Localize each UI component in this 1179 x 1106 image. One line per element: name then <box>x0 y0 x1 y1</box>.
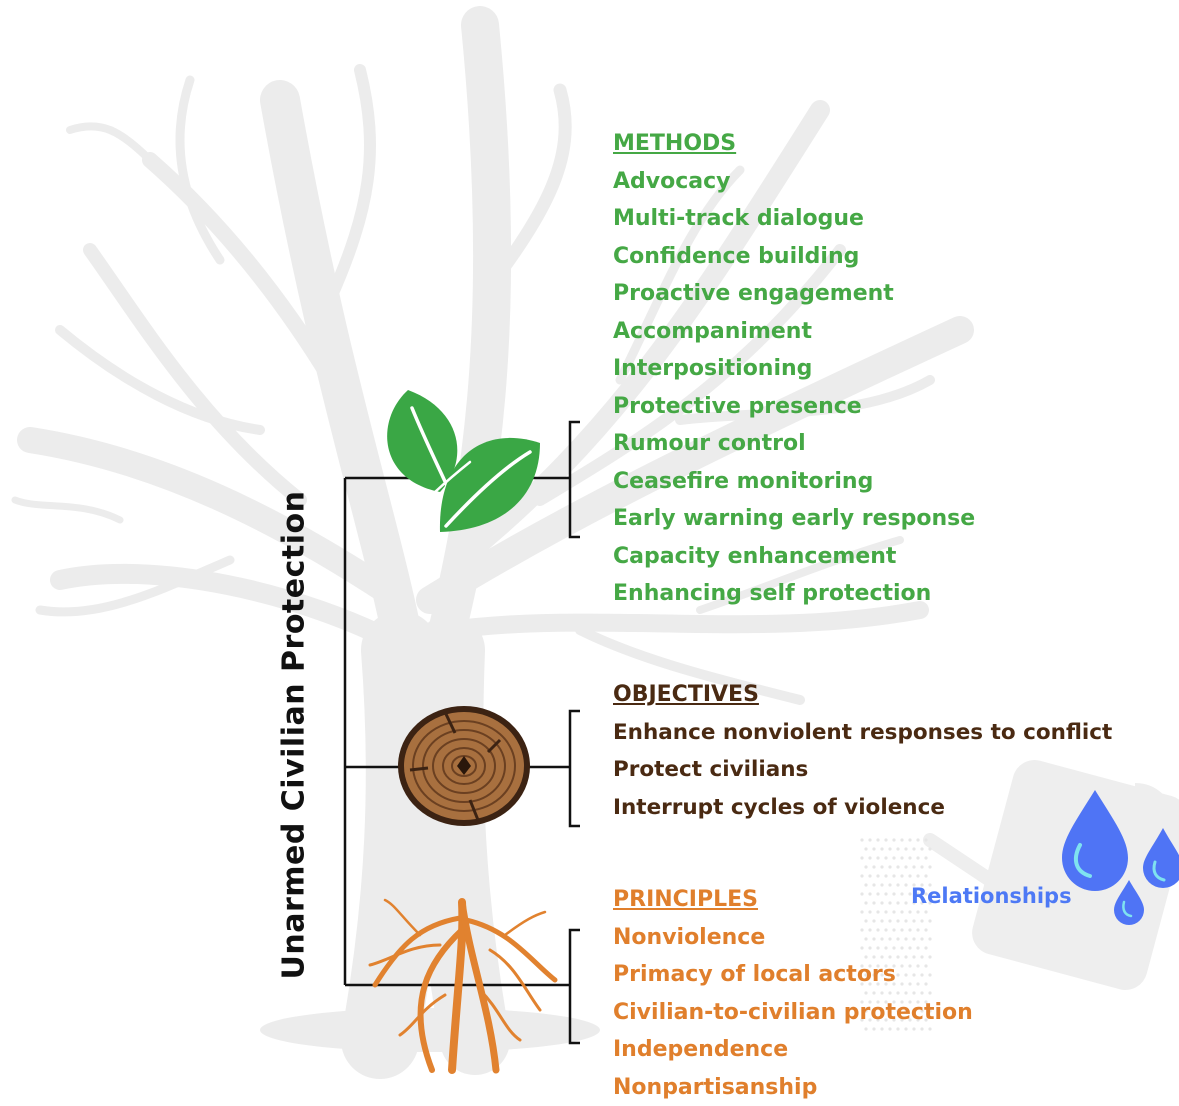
method-item: Confidence building <box>613 238 975 276</box>
sprinkle-dot <box>892 838 895 841</box>
objective-item: Interrupt cycles of violence <box>613 789 1112 827</box>
sprinkle-dot <box>880 865 883 868</box>
sprinkle-dot <box>888 847 891 850</box>
sprinkle-dot <box>900 838 903 841</box>
method-item: Accompaniment <box>613 313 975 351</box>
principle-item: Nonpartisanship <box>613 1069 973 1106</box>
sprinkle-dot <box>880 847 883 850</box>
sprinkle-dot <box>896 847 899 850</box>
sprinkle-dot <box>868 856 871 859</box>
sprinkle-dot <box>876 874 879 877</box>
sprinkle-dot <box>912 865 915 868</box>
sprinkle-dot <box>912 847 915 850</box>
sprinkle-dot <box>884 856 887 859</box>
relationships-label: Relationships <box>911 884 1072 908</box>
sprinkle-dot <box>896 865 899 868</box>
method-item: Advocacy <box>613 163 975 201</box>
method-item: Ceasefire monitoring <box>613 463 975 501</box>
sprinkle-dot <box>892 874 895 877</box>
sprinkle-dot <box>916 874 919 877</box>
principle-item: Primacy of local actors <box>613 956 973 994</box>
principles-list: Nonviolence Primacy of local actors Civi… <box>613 919 973 1106</box>
sprinkle-dot <box>860 874 863 877</box>
method-item: Proactive engagement <box>613 275 975 313</box>
method-item: Multi-track dialogue <box>613 200 975 238</box>
sprinkle-dot <box>908 838 911 841</box>
objectives-heading: OBJECTIVES <box>613 676 1112 714</box>
sprinkle-dot <box>908 856 911 859</box>
sprinkle-dot <box>924 874 927 877</box>
sprinkle-dot <box>916 838 919 841</box>
sprinkle-dot <box>920 865 923 868</box>
sprinkle-dot <box>860 856 863 859</box>
principle-item: Civilian-to-civilian protection <box>613 994 973 1032</box>
sprinkle-dot <box>908 874 911 877</box>
sprinkle-dot <box>920 847 923 850</box>
sprinkle-dot <box>928 865 931 868</box>
method-item: Interpositioning <box>613 350 975 388</box>
sprinkle-dot <box>864 865 867 868</box>
methods-section: METHODS Advocacy Multi-track dialogue Co… <box>613 125 975 613</box>
method-item: Capacity enhancement <box>613 538 975 576</box>
sprinkle-dot <box>860 838 863 841</box>
objectives-list: Enhance nonviolent responses to conflict… <box>613 714 1112 827</box>
sprinkle-dot <box>884 838 887 841</box>
sprinkle-dot <box>904 865 907 868</box>
sprinkle-dot <box>868 874 871 877</box>
sprinkle-dot <box>872 865 875 868</box>
sprinkle-dot <box>864 847 867 850</box>
principles-section: PRINCIPLES Nonviolence Primacy of local … <box>613 881 973 1106</box>
objective-item: Enhance nonviolent responses to conflict <box>613 714 1112 752</box>
methods-list: Advocacy Multi-track dialogue Confidence… <box>613 163 975 613</box>
sprinkle-dot <box>868 838 871 841</box>
sprinkle-dot <box>876 856 879 859</box>
method-item: Enhancing self protection <box>613 575 975 613</box>
tree-stump-icon <box>398 706 530 826</box>
objective-item: Protect civilians <box>613 751 1112 789</box>
methods-heading: METHODS <box>613 125 975 163</box>
sprinkle-dot <box>892 856 895 859</box>
principle-item: Nonviolence <box>613 919 973 957</box>
method-item: Rumour control <box>613 425 975 463</box>
sprinkle-dot <box>888 865 891 868</box>
method-item: Protective presence <box>613 388 975 426</box>
sprinkle-dot <box>916 856 919 859</box>
diagram-title: Unarmed Civilian Protection <box>277 491 312 980</box>
principle-item: Independence <box>613 1031 973 1069</box>
sprinkle-dot <box>876 838 879 841</box>
method-item: Early warning early response <box>613 500 975 538</box>
sprinkle-dot <box>900 874 903 877</box>
sprinkle-dot <box>924 838 927 841</box>
sprinkle-dot <box>884 874 887 877</box>
sprinkle-dot <box>928 847 931 850</box>
sprinkle-dot <box>924 856 927 859</box>
sprinkle-dot <box>872 847 875 850</box>
sprinkle-dot <box>900 856 903 859</box>
objectives-section: OBJECTIVES Enhance nonviolent responses … <box>613 676 1112 826</box>
sprinkle-dot <box>904 847 907 850</box>
